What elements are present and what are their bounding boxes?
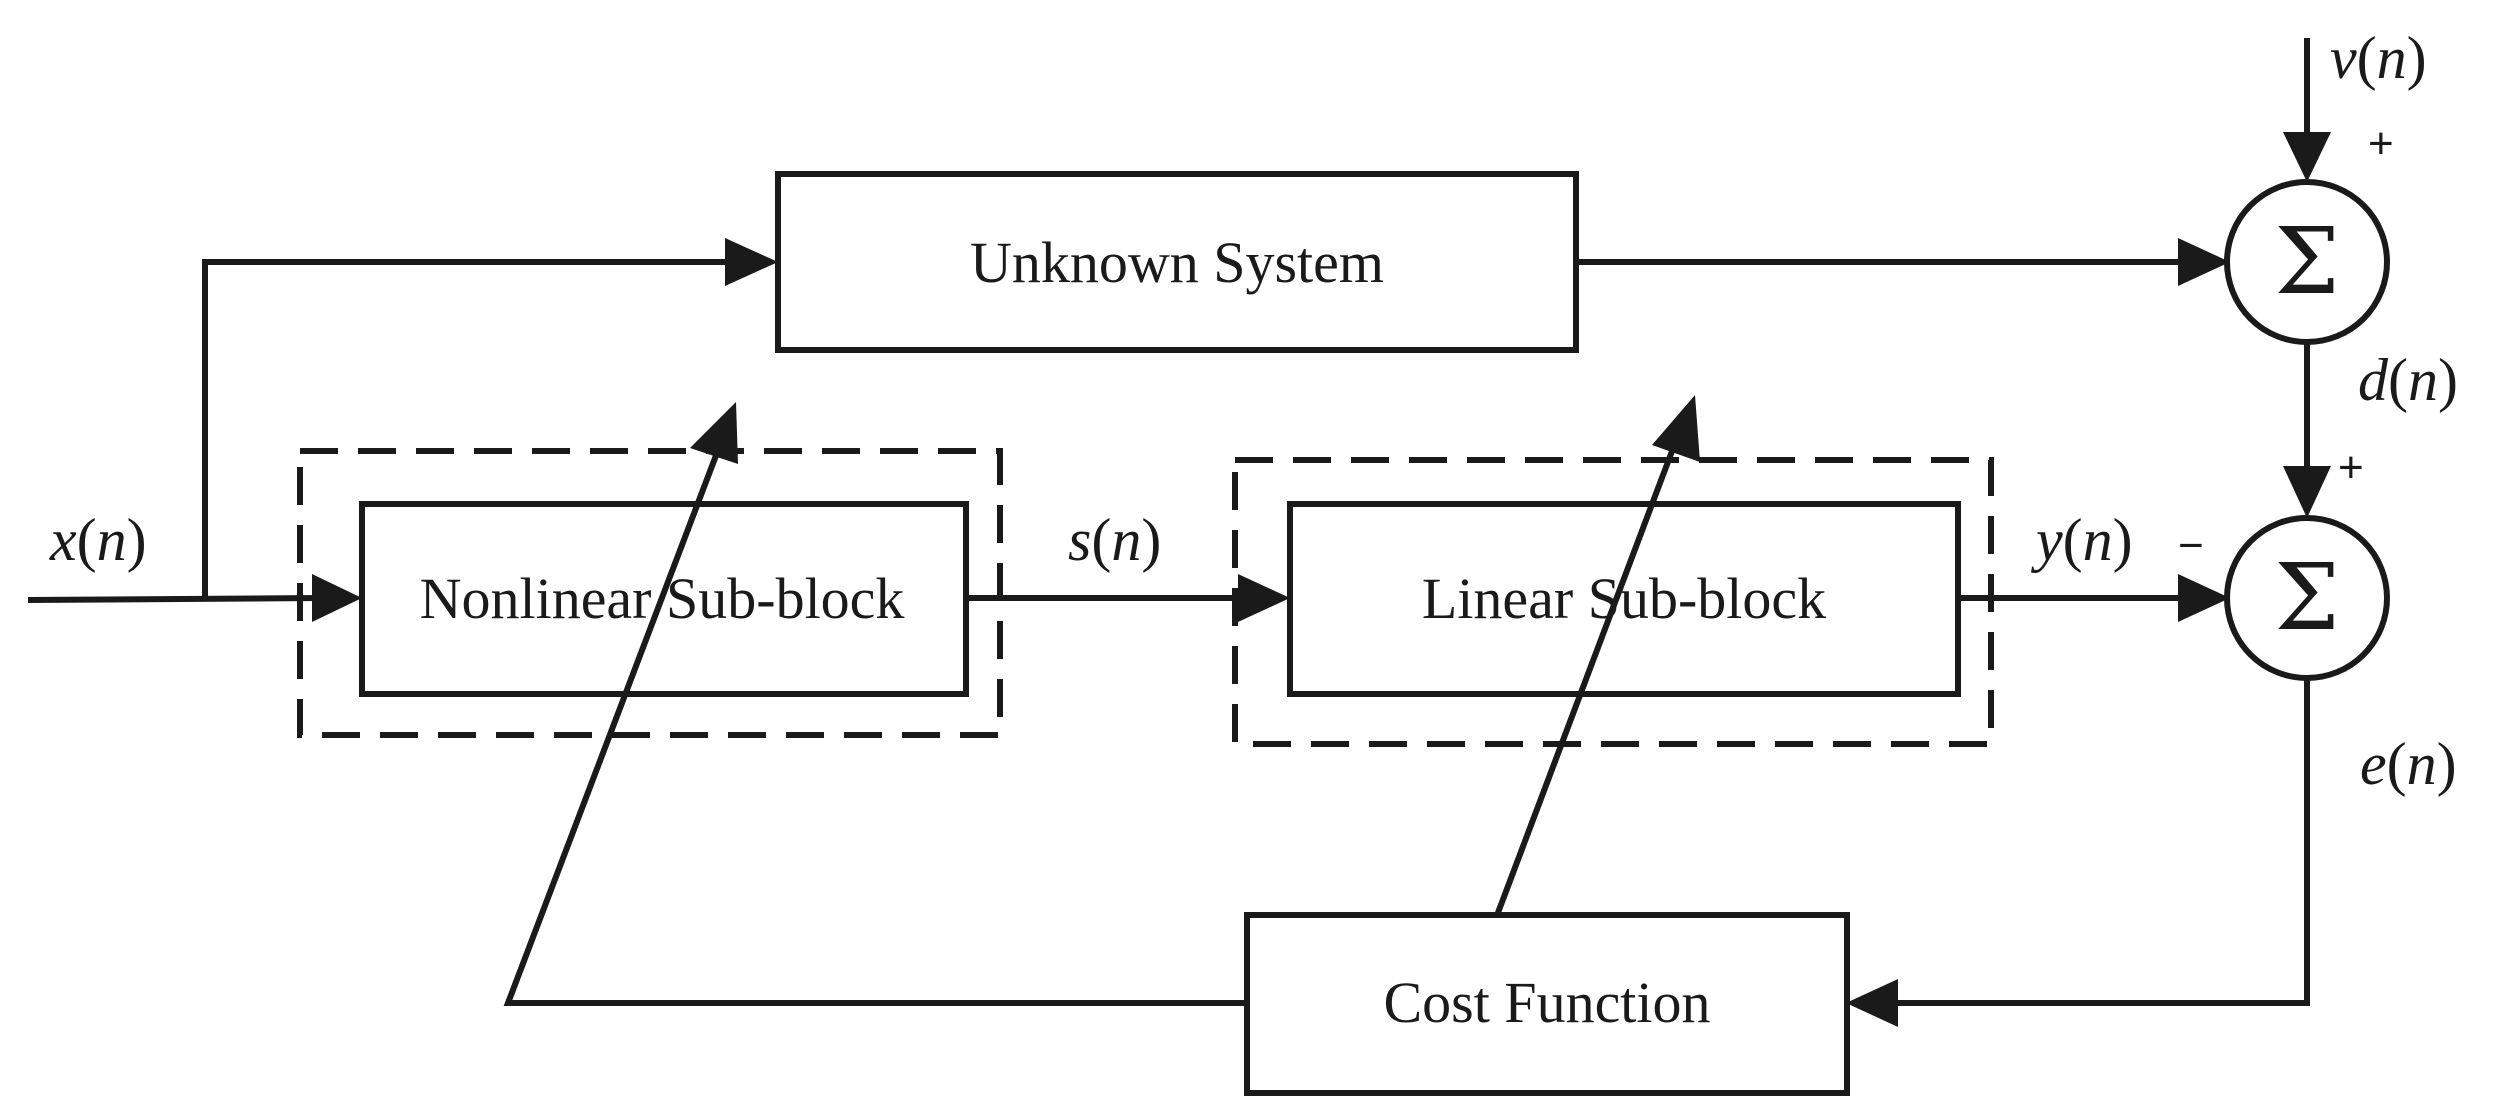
- bottom-summing-junction: Σ: [2224, 515, 2390, 681]
- branch-to-unknown-wire: [202, 259, 725, 600]
- signal-s-label: s(n): [1068, 507, 1161, 573]
- unknown-system-label: Unknown System: [970, 230, 1384, 295]
- signal-v-open: (: [2357, 25, 2377, 91]
- y-minus-sign: −: [2178, 521, 2204, 570]
- arrow-to-linear: [1238, 574, 1290, 622]
- arrow-adapt-nonlinear: [690, 402, 738, 464]
- signal-d-arg: n: [2408, 347, 2438, 413]
- signal-s-name: s: [1068, 507, 1091, 573]
- d-plus-sign: +: [2338, 443, 2364, 492]
- cost-function-box: [1244, 912, 1850, 1096]
- signal-y-name: y: [2030, 507, 2063, 573]
- bottom-sum-circle: [2224, 515, 2390, 681]
- cost-function-label: Cost Function: [1383, 970, 1710, 1035]
- signal-y-label: y(n): [2030, 507, 2133, 573]
- signal-x-open: (: [77, 507, 97, 573]
- linear-adapt-wire: [1493, 428, 1683, 920]
- top-sum-circle: [2224, 179, 2390, 345]
- linear-box: [1287, 501, 1961, 697]
- nonlinear-adapt-wire: [503, 443, 1245, 1006]
- signal-x-arg: n: [97, 507, 127, 573]
- linear-block: Linear Sub-block: [1287, 501, 1961, 697]
- unknown-system-block: Unknown System: [775, 171, 1579, 353]
- signal-e-name: e: [2360, 731, 2387, 797]
- linear-dashed-enclosure: [1232, 457, 1994, 747]
- arrow-to-top-sum: [2178, 238, 2230, 286]
- signal-x-close: ): [127, 507, 147, 573]
- signal-x-name: x: [49, 507, 77, 573]
- input-wire: [27, 595, 323, 603]
- arrow-d-to-bottom-sum: [2283, 466, 2331, 518]
- signal-v-close: ): [2407, 25, 2427, 91]
- wires: [27, 38, 2310, 1006]
- signal-v-label: v(n): [2330, 25, 2427, 91]
- signal-e-arg: n: [2407, 731, 2437, 797]
- arrowheads: [312, 132, 2331, 1027]
- arrow-y-to-bottom-sum: [2178, 574, 2230, 622]
- nonlinear-block: Nonlinear Sub-block: [359, 501, 969, 697]
- signal-d-open: (: [2388, 347, 2408, 413]
- top-sum-symbol: Σ: [2274, 208, 2339, 315]
- nonlinear-dashed-enclosure: [297, 448, 1003, 738]
- top-summing-junction: Σ: [2224, 179, 2390, 345]
- unknown-system-box: [775, 171, 1579, 353]
- cost-function-block: Cost Function: [1244, 912, 1850, 1096]
- signal-e-label: e(n): [2360, 731, 2457, 797]
- signal-d-label: d(n): [2358, 347, 2458, 413]
- e-wire: [1898, 678, 2310, 1006]
- signal-y-open: (: [2063, 507, 2083, 573]
- arrow-v-to-top-sum: [2283, 132, 2331, 182]
- signal-d-name: d: [2358, 347, 2389, 413]
- arrow-adapt-linear: [1652, 395, 1700, 462]
- signal-v-arg: n: [2377, 25, 2407, 91]
- signal-e-close: ): [2437, 731, 2457, 797]
- signal-y-close: ): [2113, 507, 2133, 573]
- arrow-e-to-cost: [1846, 979, 1898, 1027]
- arrow-to-nonlinear: [312, 574, 362, 622]
- arrow-to-unknown: [725, 238, 778, 286]
- signal-s-arg: n: [1111, 507, 1141, 573]
- signal-y-arg: n: [2083, 507, 2113, 573]
- signal-v-name: v: [2330, 25, 2357, 91]
- v-plus-sign: +: [2368, 119, 2394, 168]
- linear-label: Linear Sub-block: [1422, 566, 1826, 631]
- signal-s-open: (: [1091, 507, 1111, 573]
- signal-s-close: ): [1141, 507, 1161, 573]
- signal-d-close: ): [2438, 347, 2458, 413]
- signal-x-label: x(n): [49, 507, 147, 573]
- nonlinear-box: [359, 501, 969, 697]
- signal-e-open: (: [2387, 731, 2407, 797]
- nonlinear-label: Nonlinear Sub-block: [420, 566, 905, 631]
- bottom-sum-symbol: Σ: [2274, 544, 2339, 651]
